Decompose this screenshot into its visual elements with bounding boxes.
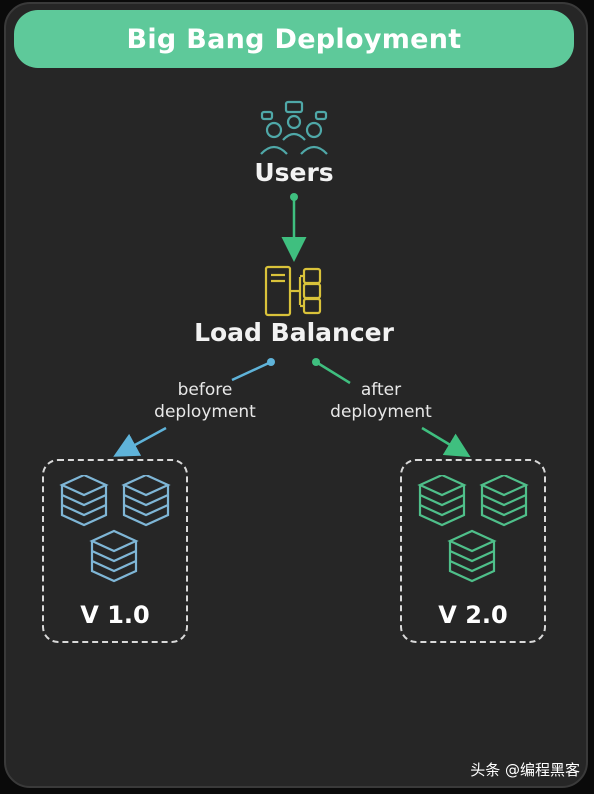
title-banner: Big Bang Deployment [14, 10, 574, 68]
arrow-lb-to-v2 [312, 358, 471, 458]
server-stack-old-icon [59, 475, 171, 583]
edge-label-before: before deployment [130, 379, 280, 423]
arrow-lb-to-v1 [113, 358, 275, 457]
version-box-old: V 1.0 [42, 459, 188, 643]
watermark: 头条 @编程黑客 [470, 759, 580, 780]
diagram-title: Big Bang Deployment [126, 23, 462, 55]
users-group-icon [260, 100, 328, 155]
edge-label-after-line2: deployment [330, 402, 432, 422]
version-box-new: V 2.0 [400, 459, 546, 643]
load-balancer-icon [264, 265, 322, 317]
version-label-old: V 1.0 [80, 601, 150, 629]
load-balancer-label: Load Balancer [194, 318, 394, 347]
users-label: Users [254, 158, 334, 187]
edge-label-before-line1: before [177, 380, 233, 400]
edge-label-after-line1: after [360, 380, 402, 400]
diagram-panel [4, 2, 588, 788]
edge-label-before-line2: deployment [154, 402, 256, 422]
version-label-new: V 2.0 [438, 601, 508, 629]
server-stack-new-icon [417, 475, 529, 583]
arrow-users-to-lb [281, 193, 307, 262]
edge-label-after: after deployment [306, 379, 456, 423]
watermark-text: 头条 @编程黑客 [470, 761, 580, 779]
